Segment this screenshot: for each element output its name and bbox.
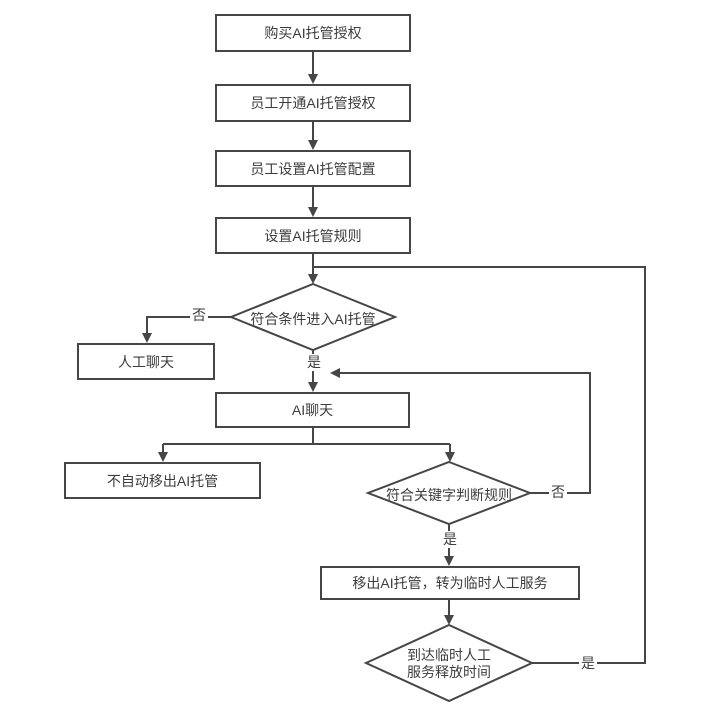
- decision-check-keyword-label: 符合关键字判断规则: [386, 487, 512, 503]
- decision-check-enter-label: 符合条件进入AI托管: [250, 311, 376, 327]
- node-ai-chat: AI聊天: [215, 392, 410, 428]
- arrowhead-into-check-release: [444, 615, 454, 625]
- branch-label-keyword-no: 否: [549, 484, 567, 501]
- arrowhead-left-into-yes-line: [330, 368, 340, 378]
- arrowhead-into-check-enter: [308, 274, 318, 284]
- arrowhead-into-aichat: [308, 382, 318, 392]
- node-buy-auth: 购买AI托管授权: [215, 14, 411, 52]
- edge-check-enter-no: [146, 316, 231, 341]
- node-set-rules: 设置AI托管规则: [215, 217, 411, 254]
- node-no-auto-remove: 不自动移出AI托管: [64, 462, 261, 499]
- branch-label-release-yes: 是: [579, 655, 597, 672]
- node-staff-config: 员工设置AI托管配置: [215, 150, 411, 187]
- arrowhead-into-activate: [308, 74, 318, 84]
- node-remove-to-manual: 移出AI托管，转为临时人工服务: [320, 566, 580, 600]
- node-manual-chat: 人工聊天: [77, 343, 215, 380]
- node-staff-activate: 员工开通AI托管授权: [215, 84, 411, 122]
- arrowhead-into-rules: [308, 207, 318, 217]
- decision-check-release-label: 到达临时人工 服务释放时间: [407, 647, 491, 680]
- decision-check-release-shape: [363, 623, 535, 703]
- arrowhead-into-manual-chat: [142, 333, 152, 343]
- branch-label-enter-no: 否: [190, 307, 208, 324]
- arrowhead-into-remove-box: [444, 556, 454, 566]
- edge-aichat-split: [162, 428, 451, 460]
- decision-check-enter-shape: [228, 282, 398, 352]
- branch-label-enter-yes: 是: [305, 354, 323, 371]
- decision-check-keyword-shape: [365, 460, 533, 526]
- arrowhead-into-no-auto-remove: [158, 452, 168, 462]
- arrowhead-into-check-keyword: [445, 452, 455, 462]
- arrowhead-into-config: [308, 140, 318, 150]
- branch-label-keyword-yes: 是: [441, 531, 459, 548]
